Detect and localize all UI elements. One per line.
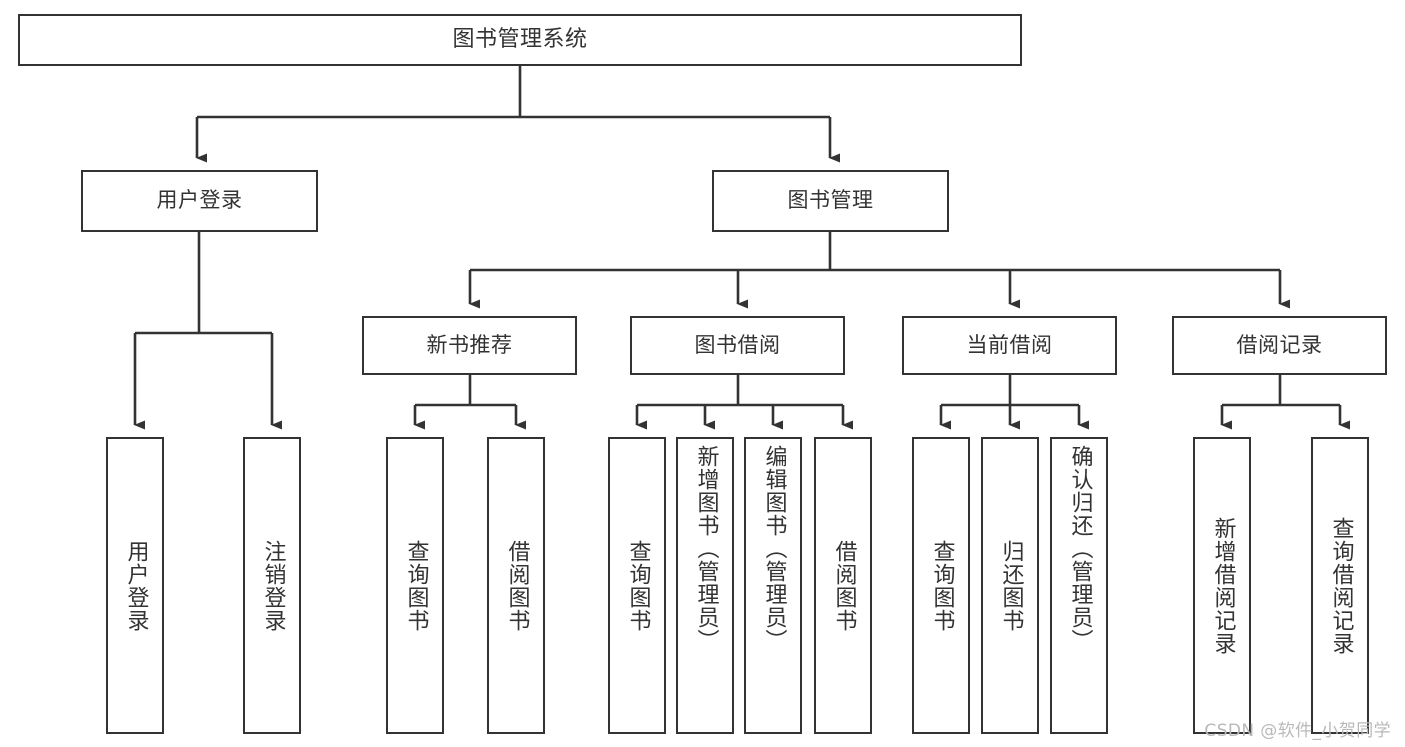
leaf-borrow-edit-book-admin[interactable]: 编辑图书（管理员）: [744, 437, 802, 734]
node-label: 编辑图书（管理员）: [761, 445, 787, 652]
leaf-current-confirm-return-admin[interactable]: 确认归还（管理员）: [1050, 437, 1108, 734]
node-label: 用户登录: [156, 188, 243, 213]
node-label: 图书借阅: [694, 332, 781, 357]
leaf-recommend-borrow-book[interactable]: 借阅图书: [487, 437, 545, 734]
node-label: 借阅图书: [504, 539, 530, 632]
node-new-book-recommend[interactable]: 新书推荐: [362, 316, 577, 375]
leaf-recommend-query-book[interactable]: 查询图书: [386, 437, 444, 734]
leaf-logout[interactable]: 注销登录: [243, 437, 301, 734]
node-book-borrow[interactable]: 图书借阅: [630, 316, 845, 375]
leaf-borrow-borrow-book[interactable]: 借阅图书: [814, 437, 872, 734]
node-label: 查询图书: [625, 539, 651, 632]
leaf-current-return-book[interactable]: 归还图书: [981, 437, 1039, 734]
leaf-borrow-query-book[interactable]: 查询图书: [608, 437, 666, 734]
node-label: 归还图书: [998, 539, 1024, 632]
node-label: 确认归还（管理员）: [1067, 445, 1093, 652]
leaf-current-query-book[interactable]: 查询图书: [912, 437, 970, 734]
leaf-record-add-record[interactable]: 新增借阅记录: [1193, 437, 1251, 734]
node-user-login[interactable]: 用户登录: [81, 170, 318, 232]
node-borrow-record[interactable]: 借阅记录: [1172, 316, 1387, 375]
node-label: 新增图书（管理员）: [693, 445, 719, 652]
node-label: 新增借阅记录: [1210, 516, 1236, 655]
leaf-user-login[interactable]: 用户登录: [106, 437, 164, 734]
node-label: 新书推荐: [426, 332, 513, 357]
node-label: 查询借阅记录: [1328, 516, 1354, 655]
node-label: 当前借阅: [966, 332, 1053, 357]
node-label: 图书管理系统: [452, 26, 588, 52]
node-current-borrow[interactable]: 当前借阅: [902, 316, 1117, 375]
node-label: 借阅记录: [1236, 332, 1323, 357]
node-book-management[interactable]: 图书管理: [712, 170, 949, 232]
leaf-borrow-add-book-admin[interactable]: 新增图书（管理员）: [676, 437, 734, 734]
node-label: 图书管理: [787, 188, 874, 213]
node-label: 注销登录: [260, 539, 286, 632]
node-label: 用户登录: [123, 539, 149, 632]
leaf-record-query-record[interactable]: 查询借阅记录: [1311, 437, 1369, 734]
node-root-system[interactable]: 图书管理系统: [18, 14, 1022, 66]
node-label: 借阅图书: [831, 539, 857, 632]
node-label: 查询图书: [403, 539, 429, 632]
node-label: 查询图书: [929, 539, 955, 632]
